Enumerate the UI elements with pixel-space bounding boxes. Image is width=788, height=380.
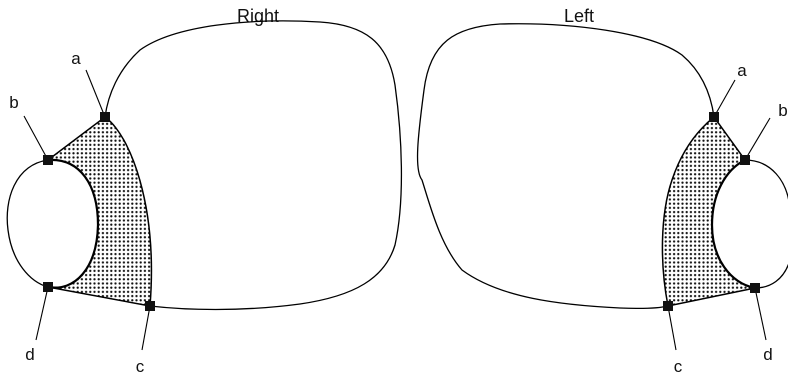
- left-label-d: d: [763, 345, 772, 364]
- left-label-a: a: [737, 61, 747, 80]
- right-view: Right a b d c: [7, 6, 401, 376]
- right-leader-c: [142, 306, 150, 350]
- left-label-c: c: [674, 357, 683, 376]
- right-point-c-marker: [145, 301, 155, 311]
- right-label-d: d: [25, 345, 34, 364]
- left-shaded-region: [662, 117, 755, 306]
- left-view-title: Left: [564, 6, 594, 26]
- right-shaded-region: [48, 117, 151, 306]
- left-eye-circle: [745, 160, 788, 288]
- left-point-a-marker: [709, 112, 719, 122]
- right-label-c: c: [136, 357, 145, 376]
- right-point-b-marker: [43, 155, 53, 165]
- right-point-d-marker: [43, 282, 53, 292]
- left-point-d-marker: [750, 283, 760, 293]
- left-leader-d: [755, 288, 766, 340]
- left-point-b-marker: [740, 155, 750, 165]
- left-leader-a: [714, 80, 735, 117]
- right-leader-d: [36, 287, 48, 340]
- left-leader-c: [668, 306, 676, 350]
- right-eye-circle: [7, 160, 48, 287]
- left-leader-b: [745, 118, 770, 160]
- right-point-a-marker: [100, 112, 110, 122]
- left-view: Left a b d c: [418, 6, 788, 376]
- left-label-b: b: [778, 101, 787, 120]
- right-view-title: Right: [237, 6, 279, 26]
- right-label-a: a: [71, 49, 81, 68]
- right-leader-a: [86, 70, 105, 117]
- left-point-c-marker: [663, 301, 673, 311]
- right-label-b: b: [9, 93, 18, 112]
- right-leader-b: [24, 116, 48, 160]
